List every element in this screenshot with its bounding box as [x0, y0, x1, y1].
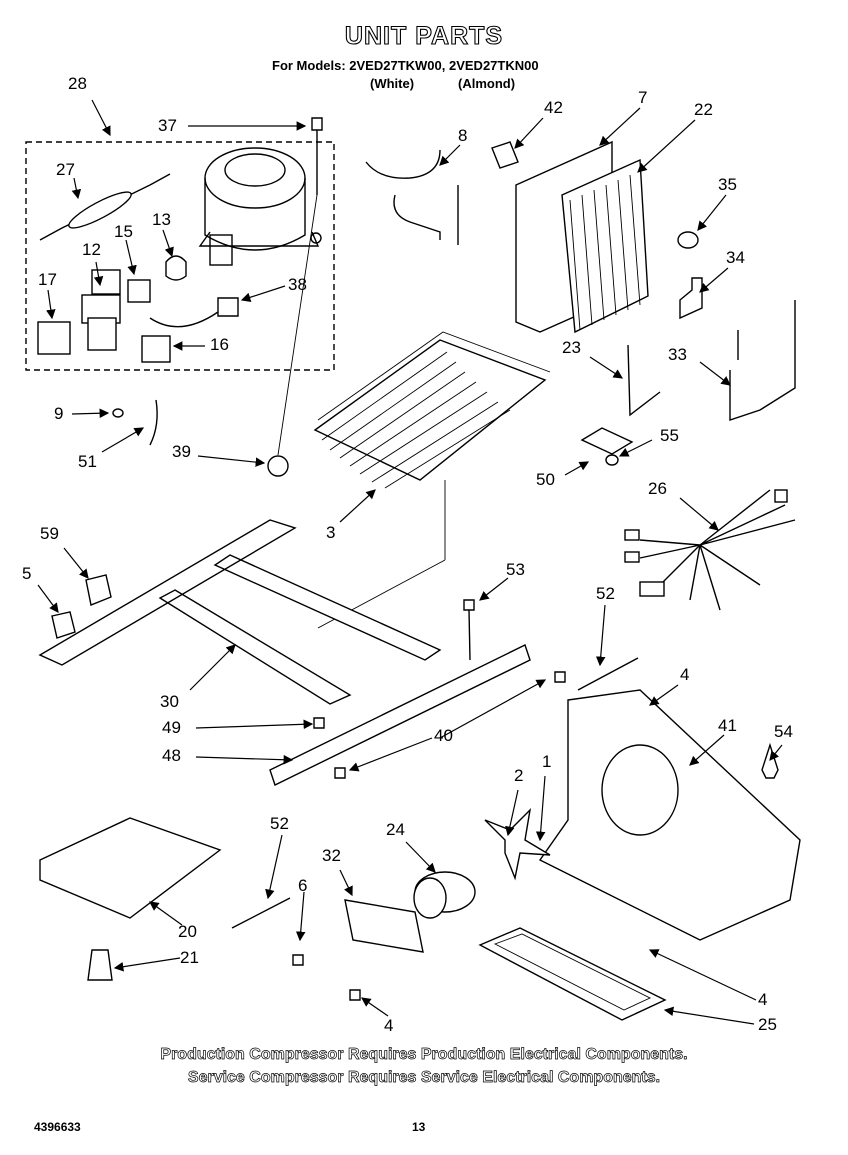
callout-34: 34: [726, 248, 745, 267]
part-35-drawing: [677, 231, 699, 249]
part-20-drawing: [39, 817, 222, 919]
callout-22: 22: [694, 100, 713, 119]
callout-1: 1: [542, 752, 552, 771]
part-4c-drawing: [349, 989, 361, 1001]
variant-almond: (Almond): [458, 76, 516, 91]
callout-9: 9: [54, 404, 64, 423]
callout-3: 3: [326, 523, 336, 542]
callout-59: 59: [40, 524, 59, 543]
callout-16: 16: [210, 335, 229, 354]
part-51-drawing: [149, 399, 158, 446]
callout-23: 23: [562, 338, 581, 357]
part-25-drawing: [478, 927, 667, 1021]
part-5-drawing: [51, 611, 76, 639]
callout-40: 40: [434, 726, 453, 745]
callout-52-upper: 52: [596, 584, 615, 603]
callout-21: 21: [180, 948, 199, 967]
callout-25: 25: [758, 1015, 777, 1034]
callout-27: 27: [56, 160, 75, 179]
variant-white: (White): [370, 76, 415, 91]
part-17-drawing: [37, 321, 71, 355]
callout-35: 35: [718, 175, 737, 194]
service-note: Service Compressor Requires Service Elec…: [187, 1069, 661, 1087]
part-38-drawing: [149, 297, 239, 328]
model-numbers: For Models: 2VED27TKW00, 2VED27TKN00: [272, 58, 539, 73]
callout-39: 39: [172, 442, 191, 461]
part-40-drawing: [334, 671, 566, 779]
callout-52-lower: 52: [270, 814, 289, 833]
callout-4-upper: 4: [680, 665, 690, 684]
part-52b-drawing: [231, 897, 291, 929]
callout-42: 42: [544, 98, 563, 117]
callout-50: 50: [536, 470, 555, 489]
callout-12: 12: [82, 240, 101, 259]
callout-33: 33: [668, 345, 687, 364]
part-41-drawing: [538, 689, 801, 941]
callout-4-bottom: 4: [384, 1016, 394, 1035]
part-52a-drawing: [577, 657, 639, 691]
part-21-drawing: [87, 949, 113, 981]
callout-7: 7: [638, 88, 648, 107]
callout-13: 13: [152, 210, 171, 229]
callout-30: 30: [160, 692, 179, 711]
callout-20: 20: [178, 922, 197, 941]
part-55-drawing: [605, 454, 619, 466]
compressor-group-box: [25, 141, 335, 371]
callout-15: 15: [114, 222, 133, 241]
callout-24: 24: [386, 820, 405, 839]
part-6-drawing: [292, 954, 304, 966]
part-9-drawing: [112, 408, 124, 418]
callout-49: 49: [162, 718, 181, 737]
part-32-drawing: [344, 899, 424, 953]
callout-17: 17: [38, 270, 57, 289]
part-42-drawing: [491, 141, 519, 169]
part-2-drawing: [484, 807, 551, 881]
part-39-drawing: [267, 455, 289, 477]
part-16-drawing: [141, 335, 171, 363]
callout-5: 5: [22, 564, 32, 583]
part-37-drawing: [311, 117, 323, 195]
part-49-drawing: [313, 717, 325, 729]
callout-53: 53: [506, 560, 525, 579]
callout-4-right: 4: [758, 990, 768, 1009]
callout-2: 2: [514, 766, 524, 785]
part-48-drawing: [269, 644, 531, 786]
callout-54: 54: [774, 722, 793, 741]
callout-8: 8: [458, 126, 468, 145]
callout-37: 37: [158, 116, 177, 135]
callout-51: 51: [78, 452, 97, 471]
compressor-drawing: [198, 147, 322, 266]
callout-48: 48: [162, 746, 181, 765]
callout-32: 32: [322, 846, 341, 865]
callout-28: 28: [68, 74, 87, 93]
part-8-drawing: [365, 149, 459, 245]
part-59-drawing: [85, 574, 112, 606]
callout-38: 38: [288, 275, 307, 294]
part-23-drawing: [627, 344, 661, 417]
callout-55: 55: [660, 426, 679, 445]
production-note: Production Compressor Requires Productio…: [160, 1046, 688, 1064]
part-15-drawing: [127, 279, 151, 303]
part-3-drawing: [313, 331, 551, 489]
document-number: 4396633: [34, 1120, 81, 1134]
part-22-drawing: [561, 158, 649, 334]
part-24-drawing: [413, 871, 476, 919]
callout-26: 26: [648, 479, 667, 498]
part-53-drawing: [463, 599, 475, 661]
part-30-drawing: [38, 519, 442, 705]
page-title: UNIT PARTS: [344, 21, 504, 50]
part-12-drawing: [81, 269, 121, 351]
part-54-drawing: [761, 742, 779, 779]
part-26-drawing: [624, 489, 796, 611]
part-33-drawing: [729, 300, 796, 421]
part-34-drawing: [679, 277, 703, 320]
page-number: 13: [412, 1120, 426, 1134]
callout-6: 6: [298, 876, 308, 895]
callout-41: 41: [718, 716, 737, 735]
part-50-drawing: [580, 427, 634, 455]
